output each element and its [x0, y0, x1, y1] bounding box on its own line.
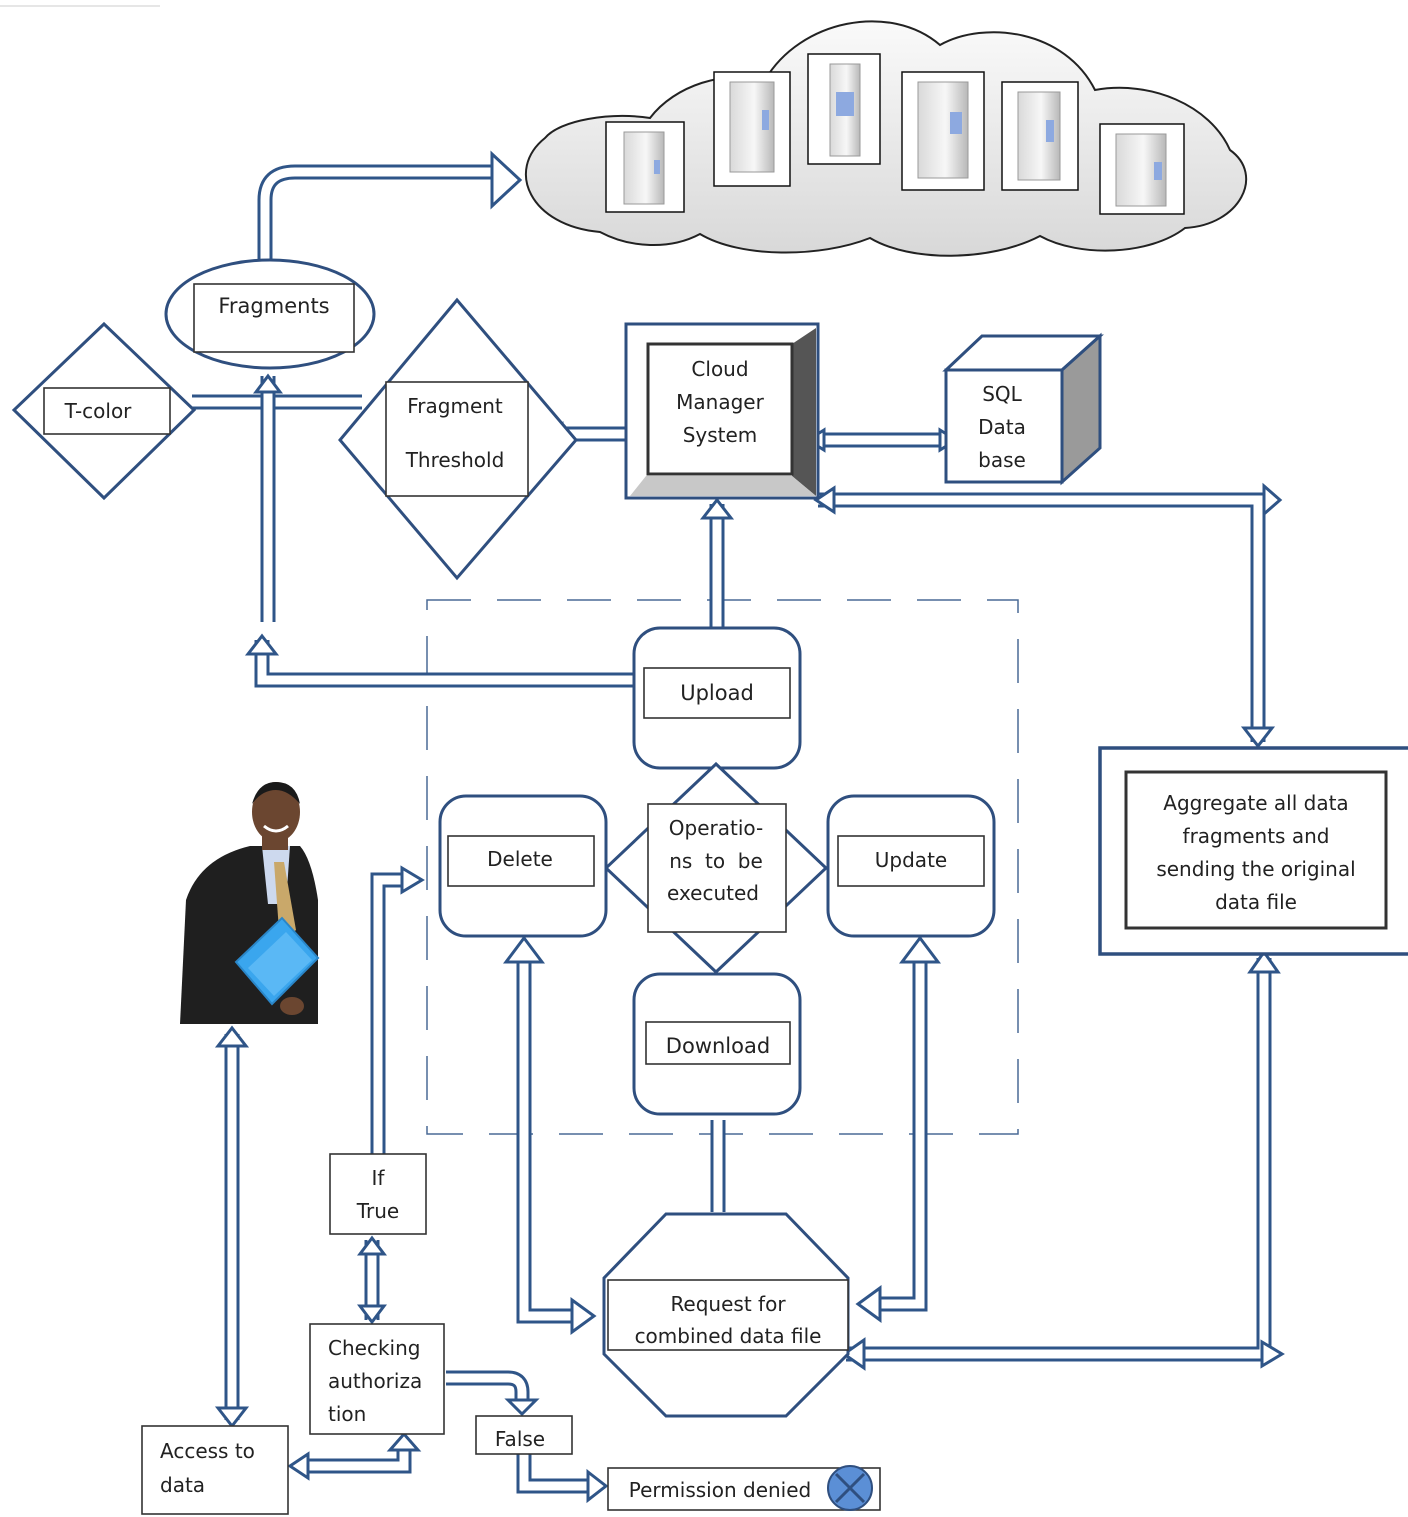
fragment-threshold-node: Fragment Threshold: [338, 297, 578, 581]
server-icon: [901, 71, 985, 191]
permission-denied-label: Permission denied: [629, 1478, 811, 1502]
download-label: Download: [666, 1034, 770, 1058]
cloud-manager-line1: Cloud: [691, 357, 748, 381]
delete-label: Delete: [487, 847, 553, 871]
sql-line3: base: [978, 448, 1026, 472]
operations-node: Operatio- ns to be executed: [603, 761, 829, 975]
sql-line2: Data: [978, 415, 1026, 439]
permission-denied-node: Permission denied: [607, 1465, 881, 1511]
fragment-threshold-line2: Threshold: [405, 448, 505, 472]
checking-node: Checking authoriza tion: [309, 1323, 445, 1435]
operations-line2: ns to be: [669, 849, 763, 873]
checking-line2: authoriza: [328, 1369, 422, 1393]
false-label: False: [495, 1427, 545, 1451]
fragments-label: Fragments: [218, 294, 329, 318]
checking-line3: tion: [328, 1402, 366, 1426]
t-color-label: T-color: [64, 399, 133, 423]
server-icon: [713, 71, 791, 187]
sql-line1: SQL: [982, 382, 1022, 406]
connectors: [192, 150, 1285, 1504]
request-line2: combined data file: [635, 1324, 822, 1348]
server-icon: [807, 53, 881, 165]
upload-label: Upload: [680, 681, 754, 705]
aggregate-line4: data file: [1215, 890, 1297, 914]
request-line1: Request for: [670, 1292, 786, 1316]
checking-line1: Checking: [328, 1336, 420, 1360]
delete-node: Delete: [438, 794, 608, 938]
operations-line3: executed: [667, 881, 759, 905]
cloud-manager-line2: Manager: [676, 390, 764, 414]
cloud-storage: [525, 20, 1248, 257]
if-true-line1: If: [372, 1166, 386, 1190]
fragments-node: Fragments: [164, 258, 376, 370]
businessman-icon: [180, 782, 320, 1024]
server-icon: [1001, 81, 1079, 191]
if-true-line2: True: [356, 1199, 399, 1223]
access-line1: Access to: [160, 1439, 255, 1463]
cloud-manager-node: Cloud Manager System: [624, 322, 820, 500]
operations-line1: Operatio-: [669, 816, 763, 840]
update-node: Update: [826, 794, 996, 938]
upload-node: Upload: [632, 626, 802, 770]
false-node: False: [475, 1415, 573, 1455]
aggregate-line1: Aggregate all data: [1163, 791, 1348, 815]
cloud-manager-line3: System: [683, 423, 758, 447]
server-icon: [605, 121, 685, 213]
access-line2: data: [160, 1473, 205, 1497]
aggregate-node: Aggregate all data fragments and sending…: [1098, 746, 1408, 956]
x-circle-icon: [827, 1465, 873, 1511]
download-node: Download: [632, 972, 802, 1116]
t-color-node: T-color: [11, 321, 197, 501]
fragment-threshold-line1: Fragment: [407, 394, 503, 418]
sql-database-node: SQL Data base: [942, 332, 1104, 486]
aggregate-line2: fragments and: [1183, 824, 1330, 848]
aggregate-line3: sending the original: [1156, 857, 1355, 881]
request-node: Request for combined data file: [602, 1212, 850, 1418]
if-true-node: If True: [329, 1153, 427, 1235]
update-label: Update: [875, 848, 947, 872]
access-node: Access to data: [141, 1425, 289, 1515]
server-icon: [1099, 123, 1185, 215]
